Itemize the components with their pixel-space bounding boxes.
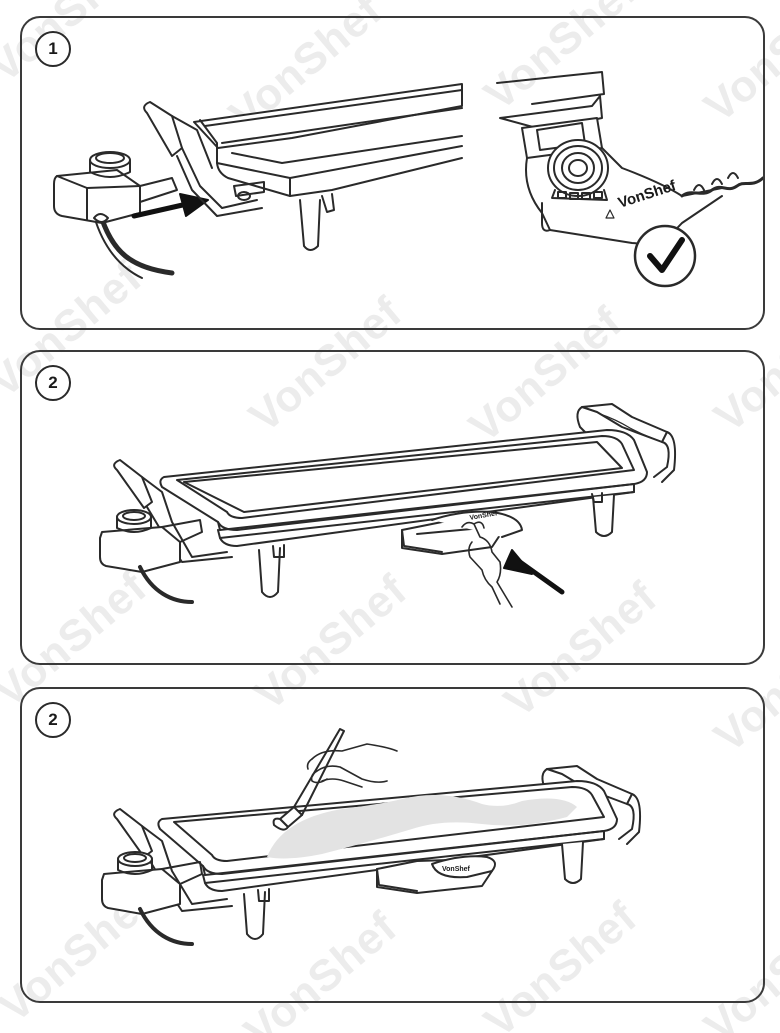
correct-checkmark-icon [633, 224, 697, 288]
step-panel-2: 2 [20, 350, 765, 665]
grill-plate [157, 780, 618, 892]
grill-handle-left [113, 459, 233, 563]
step-number-badge: 2 [35, 702, 71, 738]
step-number-badge: 1 [35, 31, 71, 67]
step-panel-3: 2 [20, 687, 765, 1003]
drip-tray [401, 510, 523, 555]
oil-coating-area [267, 795, 577, 859]
thermostat-brand-label: VonShef [616, 177, 679, 212]
drip-tray-brand-label: VonShef [442, 866, 471, 873]
drip-tray-brand-label: VonShef [469, 510, 498, 522]
drip-tray-insertion-illustration: VonShef [99, 403, 677, 608]
grill-body [143, 83, 463, 251]
thermostat-insertion-illustration: VonShef [53, 71, 763, 288]
step-number-badge: 2 [35, 365, 71, 401]
thermostat-probe [99, 509, 203, 604]
power-cord [93, 210, 175, 279]
insert-direction-arrow [131, 193, 209, 219]
oil-brushing-illustration: VonShef [101, 728, 642, 946]
grill-legs [258, 492, 615, 598]
insert-direction-arrow [503, 549, 565, 595]
seated-thermostat-detail [496, 71, 763, 245]
grill-plate [159, 429, 648, 547]
pastry-brush-icon [272, 728, 345, 831]
thermostat-probe [101, 851, 203, 946]
thermostat-probe [53, 151, 178, 224]
hand-illustration [461, 521, 513, 608]
grill-handle-right [576, 403, 677, 483]
drip-tray [376, 855, 497, 894]
grill-legs [243, 841, 584, 940]
hand-illustration [306, 743, 398, 788]
step-panel-1: 1 [20, 16, 765, 330]
